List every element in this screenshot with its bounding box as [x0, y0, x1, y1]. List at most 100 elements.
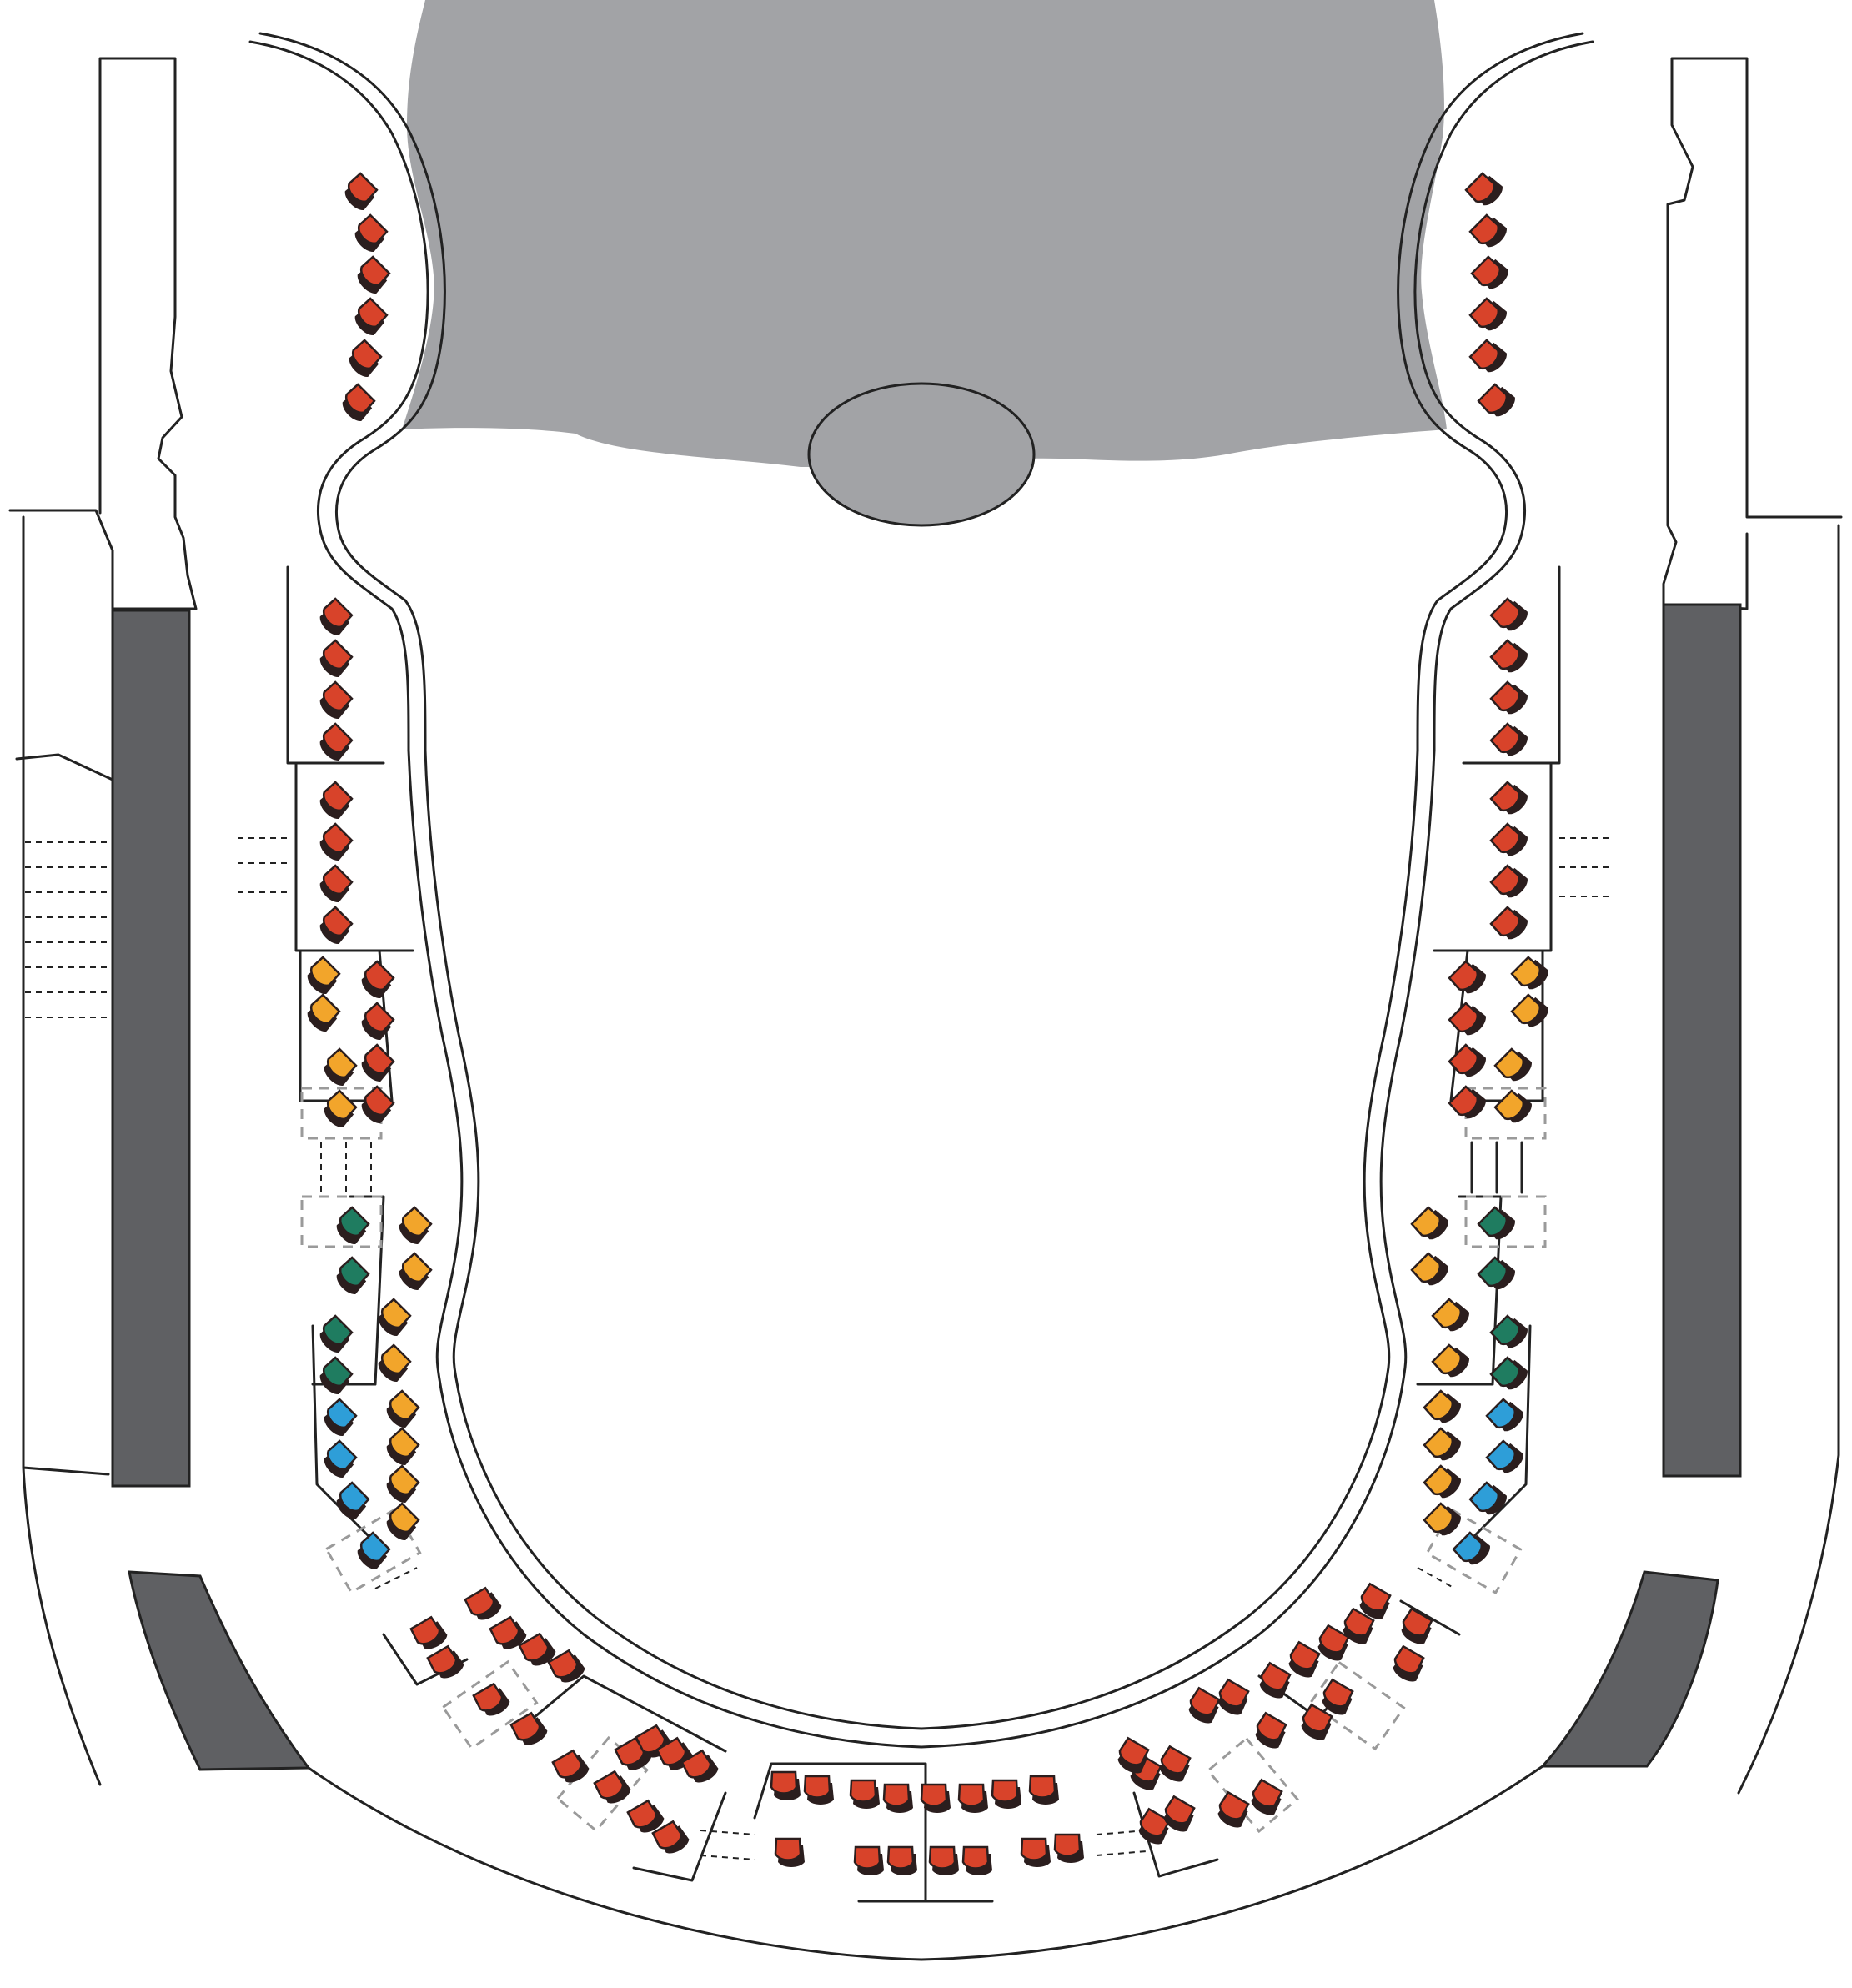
seat[interactable]	[1053, 1833, 1084, 1863]
seat[interactable]	[472, 1681, 512, 1720]
seat[interactable]	[1493, 1046, 1535, 1087]
seat[interactable]	[1388, 1644, 1428, 1685]
seat[interactable]	[314, 781, 355, 822]
seat[interactable]	[770, 1770, 801, 1800]
seat[interactable]	[349, 297, 390, 339]
seat[interactable]	[651, 1819, 691, 1858]
seat[interactable]	[1477, 1254, 1518, 1295]
seat[interactable]	[1159, 1795, 1198, 1835]
seat[interactable]	[626, 1798, 666, 1837]
seat[interactable]	[1510, 954, 1552, 995]
seat[interactable]	[1317, 1678, 1357, 1719]
seat[interactable]	[394, 1252, 434, 1293]
seat[interactable]	[1470, 254, 1512, 294]
seat[interactable]	[373, 1298, 414, 1339]
seat[interactable]	[853, 1845, 884, 1875]
seat[interactable]	[314, 1314, 355, 1356]
seat[interactable]	[1355, 1582, 1394, 1623]
seat[interactable]	[1489, 1354, 1531, 1395]
seat[interactable]	[1489, 821, 1531, 861]
seat[interactable]	[356, 1043, 397, 1085]
seat[interactable]	[1410, 1250, 1452, 1291]
seat[interactable]	[1468, 295, 1510, 336]
seat[interactable]	[1448, 1083, 1489, 1124]
seat[interactable]	[991, 1779, 1021, 1809]
seat[interactable]	[886, 1845, 917, 1875]
seat[interactable]	[319, 1398, 359, 1439]
seat[interactable]	[1213, 1678, 1252, 1719]
seat[interactable]	[1448, 1000, 1489, 1041]
seat[interactable]	[344, 339, 384, 380]
seat[interactable]	[1155, 1745, 1194, 1785]
seat[interactable]	[426, 1644, 466, 1683]
seat[interactable]	[1020, 1837, 1051, 1867]
seat[interactable]	[319, 1439, 359, 1481]
seat[interactable]	[314, 1356, 355, 1398]
seat[interactable]	[314, 822, 355, 864]
seat[interactable]	[1423, 1500, 1464, 1541]
seat[interactable]	[1338, 1607, 1378, 1648]
seat[interactable]	[1134, 1807, 1173, 1848]
seat[interactable]	[1423, 1463, 1464, 1504]
seat[interactable]	[1184, 1686, 1223, 1727]
seat[interactable]	[464, 1585, 504, 1624]
seat[interactable]	[314, 597, 355, 639]
seat[interactable]	[314, 864, 355, 906]
seat[interactable]	[381, 1464, 422, 1506]
seat[interactable]	[920, 1783, 951, 1813]
seat[interactable]	[339, 172, 380, 213]
seat[interactable]	[319, 1089, 359, 1131]
seat[interactable]	[1477, 1204, 1518, 1245]
seat[interactable]	[1485, 1396, 1527, 1437]
seat[interactable]	[961, 1845, 992, 1875]
seat[interactable]	[1213, 1790, 1252, 1831]
seat[interactable]	[1468, 212, 1510, 253]
seat[interactable]	[1493, 1087, 1535, 1128]
seat[interactable]	[680, 1748, 720, 1787]
seat[interactable]	[1113, 1736, 1152, 1777]
seat[interactable]	[1423, 1388, 1464, 1428]
seat[interactable]	[356, 1002, 397, 1043]
seat[interactable]	[593, 1769, 633, 1808]
seat[interactable]	[1255, 1661, 1294, 1702]
seat[interactable]	[547, 1648, 587, 1687]
seat[interactable]	[1489, 1313, 1531, 1353]
seat[interactable]	[1477, 381, 1518, 422]
seat[interactable]	[928, 1845, 959, 1875]
seat[interactable]	[803, 1775, 834, 1805]
seat[interactable]	[409, 1614, 449, 1654]
seat[interactable]	[1489, 904, 1531, 945]
seat[interactable]	[331, 1256, 372, 1298]
seat[interactable]	[381, 1427, 422, 1468]
seat[interactable]	[1397, 1607, 1436, 1648]
seat[interactable]	[1448, 958, 1489, 999]
seat[interactable]	[1489, 862, 1531, 903]
seat[interactable]	[302, 956, 343, 997]
seat[interactable]	[314, 906, 355, 947]
seat[interactable]	[314, 722, 355, 764]
seat[interactable]	[551, 1748, 591, 1787]
seat[interactable]	[1431, 1296, 1473, 1337]
seat[interactable]	[352, 1531, 393, 1573]
seat[interactable]	[356, 1085, 397, 1127]
seat[interactable]	[1468, 337, 1510, 378]
seat[interactable]	[373, 1343, 414, 1385]
seat[interactable]	[314, 639, 355, 680]
seat[interactable]	[1464, 170, 1506, 211]
seat[interactable]	[518, 1631, 558, 1670]
seat[interactable]	[882, 1783, 913, 1813]
seat[interactable]	[1510, 991, 1552, 1032]
seat[interactable]	[489, 1614, 529, 1654]
seat[interactable]	[394, 1206, 434, 1248]
seat[interactable]	[1410, 1204, 1452, 1245]
seat[interactable]	[314, 680, 355, 722]
seat[interactable]	[1423, 1425, 1464, 1466]
seat[interactable]	[331, 1206, 372, 1248]
seat[interactable]	[1489, 779, 1531, 820]
seat[interactable]	[1489, 679, 1531, 720]
seat[interactable]	[849, 1779, 880, 1809]
seat[interactable]	[1452, 1529, 1493, 1570]
seat[interactable]	[352, 255, 393, 297]
seat[interactable]	[381, 1389, 422, 1431]
seat[interactable]	[1284, 1640, 1323, 1681]
